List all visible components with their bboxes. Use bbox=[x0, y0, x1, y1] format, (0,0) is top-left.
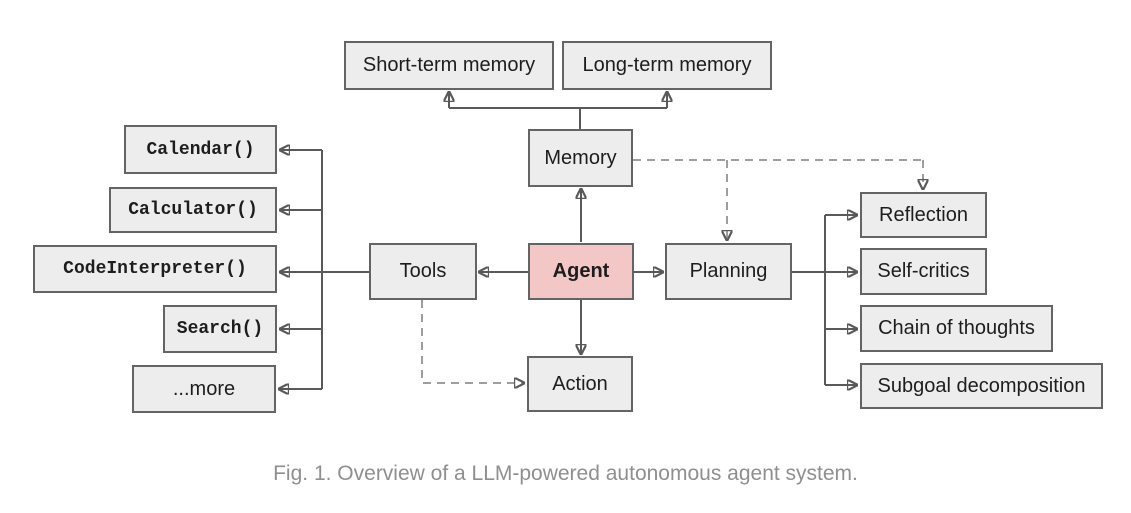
node-calendar: Calendar() bbox=[124, 125, 277, 174]
node-agent: Agent bbox=[528, 243, 634, 300]
edge-tools-branch bbox=[279, 150, 369, 389]
node-planning: Planning bbox=[665, 243, 792, 300]
edge-planning-branch bbox=[792, 215, 857, 385]
node-memory: Memory bbox=[528, 129, 633, 187]
node-short-term-memory: Short-term memory bbox=[344, 41, 554, 90]
node-tools: Tools bbox=[369, 243, 477, 300]
edge-tools-action-dashed bbox=[421, 300, 524, 383]
node-search: Search() bbox=[163, 305, 277, 353]
node-calculator: Calculator() bbox=[109, 187, 277, 233]
node-more: ...more bbox=[132, 365, 276, 413]
node-code-interpreter: CodeInterpreter() bbox=[33, 245, 277, 293]
edge-memory-branch bbox=[449, 92, 667, 129]
figure-caption: Fig. 1. Overview of a LLM-powered autono… bbox=[273, 462, 858, 485]
node-subgoal-decomposition: Subgoal decomposition bbox=[860, 363, 1103, 409]
node-reflection: Reflection bbox=[860, 192, 987, 238]
node-action: Action bbox=[527, 356, 633, 412]
node-long-term-memory: Long-term memory bbox=[562, 41, 772, 90]
node-chain-of-thoughts: Chain of thoughts bbox=[860, 305, 1053, 352]
node-self-critics: Self-critics bbox=[860, 248, 987, 295]
edge-memory-dashed bbox=[633, 159, 923, 240]
